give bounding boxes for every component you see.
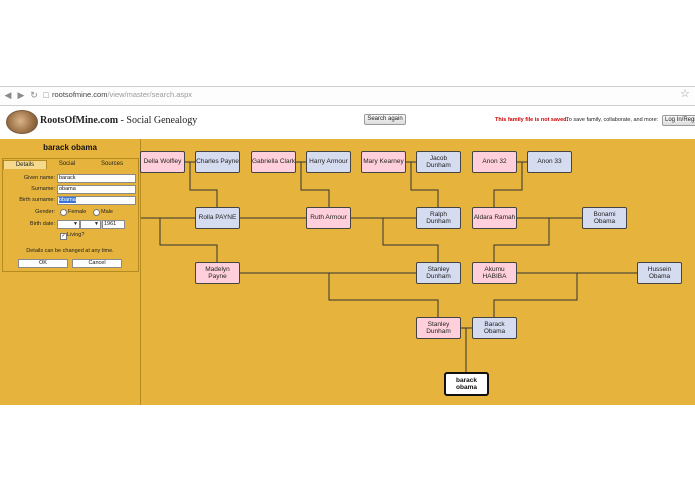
reload-icon[interactable]: ↻ — [30, 90, 38, 100]
url-text[interactable]: rootsofmine.com/view/master/search.aspx — [52, 89, 192, 101]
female-radio[interactable] — [60, 209, 67, 216]
person-card[interactable]: Bonami Obama — [582, 207, 627, 229]
person-card[interactable]: Akumu HABIBA — [472, 262, 517, 284]
person-card[interactable]: Della Wolfley — [140, 151, 185, 173]
birth-surname-label: Birth surname: — [19, 197, 55, 203]
birth-surname-input[interactable]: obama — [57, 196, 136, 205]
details-panel — [0, 139, 141, 405]
person-card[interactable]: Barack Obama — [472, 317, 517, 339]
details-form — [2, 158, 139, 272]
selected-person-title: barack obama — [43, 143, 97, 152]
person-card[interactable]: Rolla PAYNE — [195, 207, 240, 229]
given-name-input[interactable]: barack — [57, 174, 136, 183]
given-name-label: Given name: — [23, 175, 55, 181]
browser-blank-area — [0, 0, 695, 86]
logo-tagline: - Social Genealogy — [118, 115, 198, 126]
login-register-button[interactable]: Log In/Register — [662, 115, 695, 126]
female-label: Female — [68, 209, 87, 215]
person-card[interactable]: Mary Kearney — [361, 151, 406, 173]
logo-family-photo-icon[interactable] — [6, 110, 38, 134]
page-icon: □ — [43, 90, 49, 100]
url-path: /view/master/search.aspx — [107, 90, 193, 99]
surname-label: Surname: — [31, 186, 55, 192]
main-canvas — [0, 139, 695, 405]
bookmark-star-icon[interactable]: ☆ — [680, 88, 690, 100]
unsaved-warning: This family file is not saved. — [495, 117, 569, 123]
living-label: Living? — [67, 232, 85, 238]
male-label: Male — [101, 209, 113, 215]
root-person-card[interactable]: barack obama — [444, 372, 489, 396]
person-card[interactable]: Anon 33 — [527, 151, 572, 173]
details-note: Details can be changed at any time. — [26, 248, 114, 254]
tab-sources[interactable]: Sources — [100, 161, 123, 167]
person-card[interactable]: Hussein Obama — [637, 262, 682, 284]
person-card[interactable]: Charles Payne — [195, 151, 240, 173]
gender-label: Gender: — [35, 209, 55, 215]
person-card[interactable]: Ralph Dunham — [416, 207, 461, 229]
logo-name: RootsOfMine.com — [40, 115, 119, 126]
search-again-button[interactable]: Search again — [364, 114, 406, 125]
person-card[interactable]: Gabriella Clark — [251, 151, 296, 173]
url-host: rootsofmine.com — [52, 90, 108, 99]
site-logo[interactable]: RootsOfMine.com - Social Genealogy — [40, 115, 197, 127]
birth-day-select[interactable]: ▼ — [80, 220, 101, 229]
address-bar[interactable] — [0, 86, 695, 106]
person-card[interactable]: Stanley Dunham — [416, 317, 461, 339]
person-card[interactable]: Harry Armour — [306, 151, 351, 173]
ok-button[interactable]: OK — [18, 259, 68, 268]
person-card[interactable]: Ruth Armour — [306, 207, 351, 229]
back-icon[interactable]: ◀ — [4, 90, 12, 100]
tab-details[interactable]: Details — [3, 160, 47, 169]
person-card[interactable]: Aldara Ramah — [472, 207, 517, 229]
person-card[interactable]: Jacob Dunham — [416, 151, 461, 173]
birth-date-label: Birth date: — [29, 221, 55, 227]
living-checkbox[interactable]: ✓ — [60, 233, 67, 240]
person-card[interactable]: Anon 32 — [472, 151, 517, 173]
birth-month-select[interactable]: ▼ — [57, 220, 80, 229]
tab-social[interactable]: Social — [58, 161, 76, 167]
birth-surname-value: obama — [59, 197, 76, 203]
forward-icon[interactable]: ▶ — [17, 90, 25, 100]
cancel-button[interactable]: Cancel — [72, 259, 122, 268]
birth-year-input[interactable]: 1961 — [102, 220, 125, 229]
male-radio[interactable] — [93, 209, 100, 216]
person-card[interactable]: Madelyn Payne — [195, 262, 240, 284]
save-note: To save family, collaborate, and more: — [566, 117, 659, 123]
person-card[interactable]: Stanley Dunham — [416, 262, 461, 284]
surname-input[interactable]: obama — [57, 185, 136, 194]
